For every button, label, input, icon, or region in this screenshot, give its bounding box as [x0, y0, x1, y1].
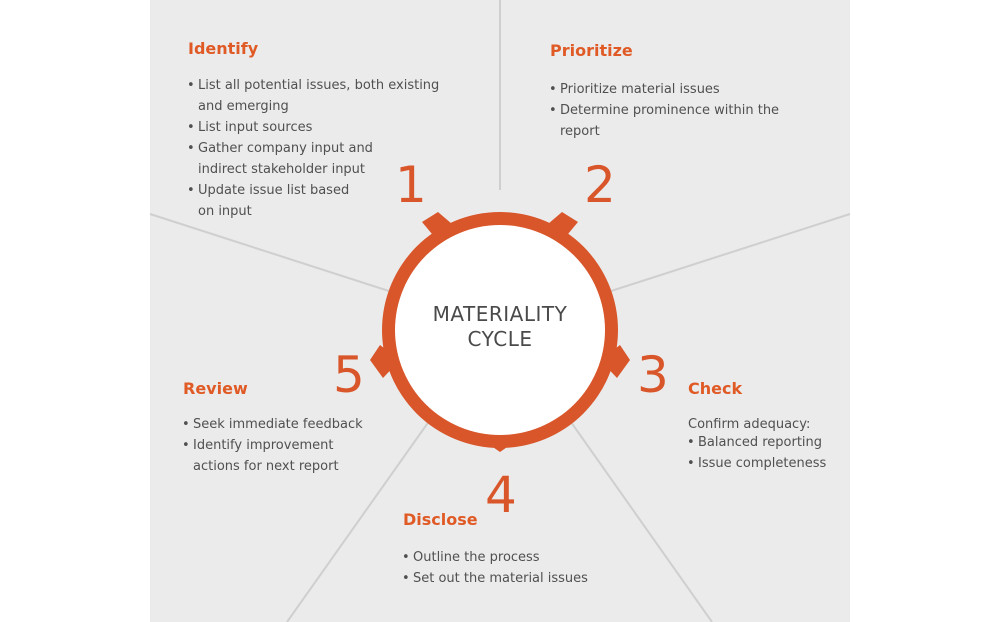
list-item: List input sources: [187, 117, 467, 138]
list-item: Seek immediate feedback: [182, 414, 367, 435]
ring-tab-5: [370, 345, 400, 378]
step-number-5: 5: [333, 346, 365, 404]
step-list-identify: List all potential issues, both existing…: [187, 75, 467, 222]
list-item: Outline the process: [402, 547, 622, 568]
step-title-prioritize: Prioritize: [550, 41, 633, 60]
center-label-line1: MATERIALITY: [432, 302, 568, 326]
list-item: Gather company input and indirect stakeh…: [187, 138, 423, 180]
list-item: Issue completeness: [687, 453, 847, 474]
step-title-check: Check: [688, 379, 743, 398]
divider-line-bottom-right: [565, 414, 713, 622]
ring-tab-3: [600, 345, 630, 378]
list-item: Identify improvement actions for next re…: [182, 435, 367, 477]
list-item: List all potential issues, both existing…: [187, 75, 467, 117]
step-number-3: 3: [637, 346, 669, 404]
step-title-disclose: Disclose: [403, 510, 478, 529]
step-intro-check: Confirm adequacy:: [688, 417, 811, 432]
divider-line-left: [149, 213, 393, 293]
step-list-disclose: Outline the process Set out the material…: [402, 547, 622, 589]
divider-line-right: [607, 213, 851, 293]
step-number-2: 2: [584, 156, 616, 214]
step-list-prioritize: Prioritize material issues Determine pro…: [549, 79, 784, 142]
list-item: Determine prominence within the report: [549, 100, 784, 142]
step-number-4: 4: [485, 466, 517, 524]
step-title-identify: Identify: [188, 39, 259, 58]
divider-line-bottom-left: [286, 416, 433, 622]
list-item: Update issue list based on input: [187, 180, 358, 222]
step-title-review: Review: [183, 379, 248, 398]
list-item: Set out the material issues: [402, 568, 622, 589]
list-item: Prioritize material issues: [549, 79, 784, 100]
step-list-check: Balanced reporting Issue completeness: [687, 432, 847, 474]
center-label-line2: CYCLE: [467, 327, 533, 351]
center-label: MATERIALITY CYCLE: [400, 302, 600, 352]
list-item: Balanced reporting: [687, 432, 847, 453]
step-list-review: Seek immediate feedback Identify improve…: [182, 414, 367, 477]
ring-inner: [395, 225, 605, 435]
